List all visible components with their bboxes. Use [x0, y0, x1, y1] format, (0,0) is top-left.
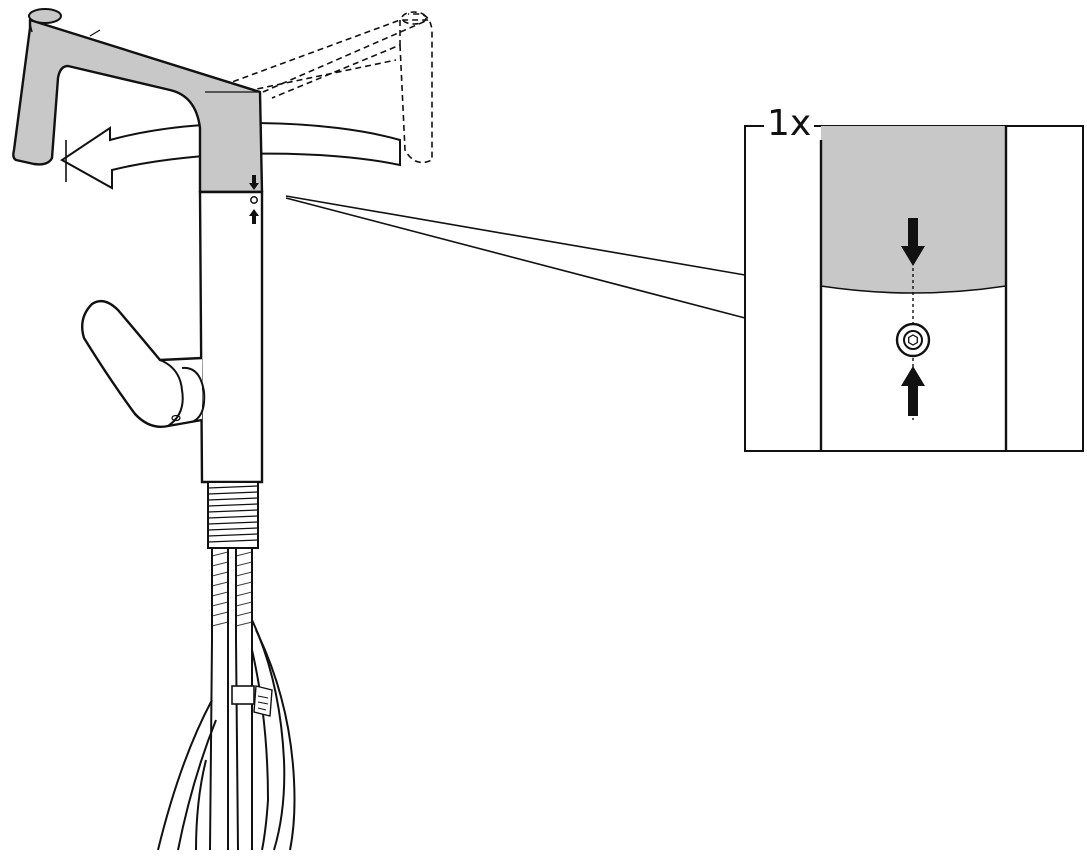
quantity-label: 1x [764, 104, 815, 144]
body-alignment-marks [249, 175, 259, 224]
lever-handle [81, 299, 206, 428]
arrow-down-icon [901, 218, 925, 266]
arrow-up-icon [901, 366, 925, 416]
hose-tag [253, 685, 273, 717]
threaded-shank [207, 481, 259, 549]
spout [12, 8, 264, 194]
hex-socket-screw-icon [895, 322, 931, 358]
faucet-body [198, 190, 264, 484]
detail-leader-lines [285, 195, 746, 319]
braided-hoses [157, 548, 296, 851]
rotate-arrow-icon [60, 122, 401, 190]
detail-callout-box [744, 125, 1084, 452]
